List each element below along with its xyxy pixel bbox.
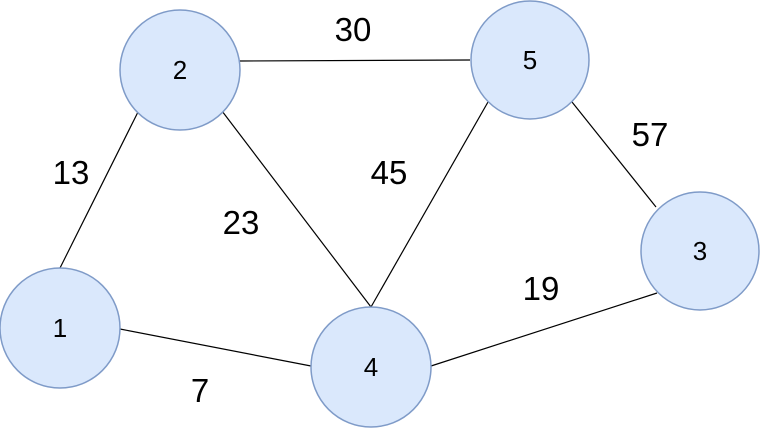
- edge-4-3: [430, 292, 658, 367]
- edge-2-5: [238, 59, 471, 62]
- edge-weight-label-1-2: 13: [53, 154, 90, 191]
- edge-1-2: [59, 111, 139, 269]
- edge-weight-label-5-4: 45: [371, 154, 408, 191]
- edge-2-4: [221, 110, 372, 308]
- edge-weight-label-4-3: 19: [523, 270, 560, 307]
- node-5: [470, 0, 590, 120]
- node-label-1: 1: [53, 313, 67, 343]
- edge-weight-label-2-5: 30: [335, 11, 372, 48]
- node-4: [310, 306, 432, 428]
- node-label-3: 3: [693, 236, 707, 266]
- node-label-4: 4: [364, 352, 378, 382]
- node-3: [640, 191, 760, 311]
- edge-5-3: [571, 101, 657, 208]
- node-1: [0, 267, 121, 389]
- node-label-2: 2: [173, 55, 187, 85]
- edge-weight-label-1-4: 7: [191, 372, 209, 409]
- edge-weight-label-2-4: 23: [223, 204, 260, 241]
- node-2: [119, 9, 241, 131]
- node-label-5: 5: [523, 45, 537, 75]
- edge-1-4: [119, 328, 312, 367]
- edge-weight-label-5-3: 57: [632, 116, 669, 153]
- edge-5-4: [370, 101, 489, 308]
